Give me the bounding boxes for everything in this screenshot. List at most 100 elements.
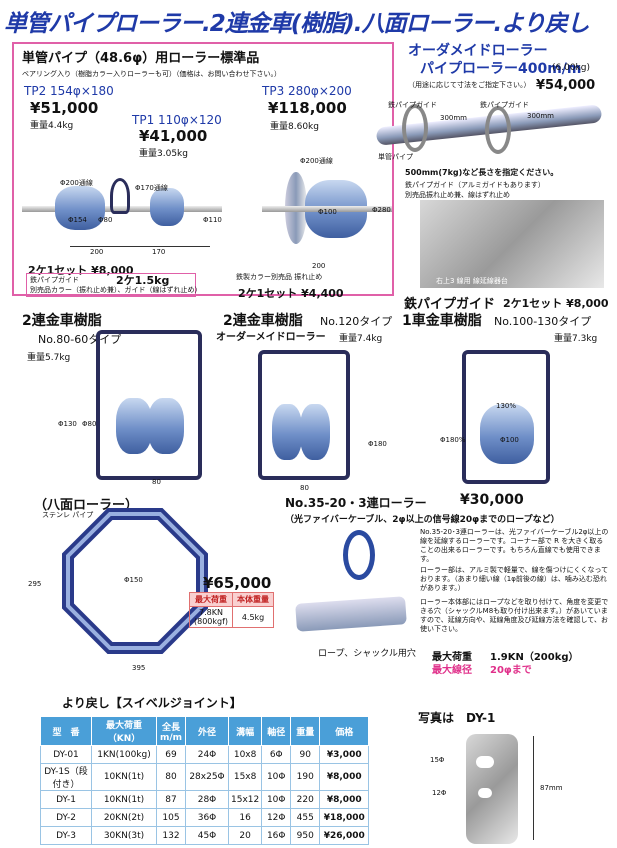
table-cell: DY-3 — [40, 826, 92, 845]
pipe-roller-title: 単管パイプ（48.6φ）用ローラー標準品 — [22, 51, 260, 66]
table-cell: 80 — [156, 763, 186, 791]
triple-hook-illustration — [343, 530, 375, 580]
swivel-th-groove: 溝幅 — [227, 716, 263, 746]
dim-d154: Φ154 — [68, 216, 87, 224]
table-cell: 87 — [156, 790, 186, 809]
table-cell: 455 — [290, 808, 321, 827]
table-cell: 16 — [227, 808, 263, 827]
octa-spec-v2: 4.5kg — [232, 606, 275, 628]
dim-line — [70, 246, 210, 247]
swivel-len: 87mm — [540, 784, 563, 792]
custom-note: （用途に応じて寸法をご指定下さい。） — [408, 81, 531, 89]
tp2-guide-illustration — [110, 178, 130, 214]
triple-wire-value: 20φまで — [490, 665, 532, 676]
octa-spec-table: 最大荷重本体重量 7.8KN(800kgf)4.5kg — [188, 592, 275, 628]
twin1-type: No.80-60タイプ — [38, 333, 122, 346]
triple-title: No.35-20・3連ローラー — [285, 496, 427, 510]
table-cell: 10Φ — [261, 763, 292, 791]
table-cell: DY-2 — [40, 808, 92, 827]
custom-subtitle: パイプローラー400m/m — [420, 61, 582, 77]
swivel-len-line — [533, 736, 534, 840]
guide-note2: 別売品カラー（振れ止め兼）、ガイド（線はずれ止め） — [30, 286, 202, 294]
tp2-name: TP2 154φ×180 — [24, 84, 114, 98]
table-cell: 950 — [290, 826, 321, 845]
single-type: No.100-130タイプ — [494, 315, 592, 328]
tp2-roller-illustration — [55, 186, 105, 230]
swivel-hole-bottom — [478, 788, 492, 798]
twin2-order: オーダーメイドローラー — [216, 332, 326, 343]
twin2-roller-a — [272, 404, 302, 460]
octa-h295: 295 — [28, 580, 42, 588]
octa-spec-v1: 7.8KN(800kgf) — [188, 606, 234, 628]
octa-price: ¥65,000 — [203, 574, 272, 592]
table-cell: 45Φ — [185, 826, 229, 845]
tp2-price: ¥51,000 — [30, 99, 99, 117]
tp3-shaft — [262, 206, 392, 212]
custom-price: ¥54,000 — [536, 78, 596, 93]
swivel-th-weight: 重量 — [290, 716, 321, 746]
dim-d280: Φ280 — [372, 206, 391, 214]
table-cell: 105 — [156, 808, 186, 827]
octa-spec-h2: 本体重量 — [232, 592, 275, 607]
twin1-frame-illustration — [96, 330, 202, 480]
dim-d100: Φ100 — [318, 208, 337, 216]
swivel-d15: 15Φ — [430, 756, 445, 764]
single-d100: Φ100 — [500, 436, 519, 444]
swivel-table: 型 番 最大荷重（KN） 全長 m/m 外径 溝幅 軸径 重量 価格 DY-01… — [40, 716, 370, 845]
custom-label-300a: 300mm — [440, 114, 467, 122]
triple-wire-label: 最大線径 — [432, 665, 472, 676]
swivel-th-axis: 軸径 — [261, 716, 292, 746]
twin2-weight: 重量7.4kg — [339, 334, 383, 344]
guide-price: 2ケ1セット ¥8,000 — [503, 297, 609, 310]
table-cell: 28x25Φ — [185, 763, 229, 791]
table-cell: 36Φ — [185, 808, 229, 827]
tp3-weight: 重量8.60kg — [270, 122, 319, 132]
table-cell: DY-01 — [40, 745, 92, 764]
single-frame-illustration — [462, 350, 550, 484]
table-cell: DY-1 — [40, 790, 92, 809]
table-cell: 90 — [290, 745, 321, 764]
octa-spec-h1: 最大荷重 — [188, 592, 234, 607]
dim-d200b: Φ200通線 — [300, 157, 333, 165]
table-cell: 1KN(100kg) — [91, 745, 157, 764]
octa-frame-illustration — [62, 508, 208, 654]
custom-guide-right — [485, 106, 511, 154]
pipe-roller-note: ベアリング入り（樹脂カラー入りローラーも可）（価格は、お問い合わせ下さい。） — [22, 70, 281, 78]
custom-weight: (6.00kg) — [552, 63, 590, 73]
twin1-d130: Φ130 — [58, 420, 77, 428]
guide-line1: 500mm(7kg)など長さを指定ください。 — [405, 168, 559, 177]
swivel-d12: 12Φ — [432, 789, 447, 797]
table-cell: 190 — [290, 763, 321, 791]
triple-sub: （光ファイバーケーブル、2φ以上の信号線20φまでのロープなど） — [285, 515, 560, 525]
triple-load-value: 1.9KN（200kg） — [490, 652, 579, 663]
tp1-weight: 重量3.05kg — [139, 149, 188, 159]
table-cell: 15x8 — [227, 763, 263, 791]
twin2-roller-b — [300, 404, 330, 460]
table-cell: 10x8 — [227, 745, 263, 764]
dim-d80: Φ80 — [98, 216, 113, 224]
table-cell: 15x12 — [227, 790, 263, 809]
single-weight: 重量7.3kg — [554, 334, 598, 344]
tp3-name: TP3 280φ×200 — [262, 84, 352, 98]
pipe-set2: 2ケ1セット ¥4,400 — [238, 287, 344, 300]
twin1-d80: Φ80 — [82, 420, 97, 428]
swivel-th-model: 型 番 — [40, 716, 92, 746]
tp1-name: TP1 110φ×120 — [132, 113, 222, 127]
octa-d150: Φ150 — [124, 576, 143, 584]
guide-note-box — [26, 273, 196, 297]
triple-note2: ローラー部は、アルミ製で軽量で、線を傷つけにくくなっております。（あまり細い線（… — [420, 566, 609, 592]
swivel-title: より戻し【スイベルジョイント】 — [62, 696, 242, 710]
collar-note: 鉄製カラー別売品 振れ止め — [236, 273, 323, 281]
custom-label-guide2: 鉄パイプガイド — [480, 101, 529, 109]
tp3-price: ¥118,000 — [268, 99, 347, 117]
triple-note1: No.35-20･3連ローラーは、光ファイバーケーブル2φ以上の線を延線するロー… — [420, 528, 609, 563]
triple-note3: ローラー本体部にはロープなどを取り付けて、角度を変更できる穴（シャックルM8も取… — [420, 598, 609, 633]
table-cell: 6Φ — [261, 745, 292, 764]
table-cell: 24Φ — [185, 745, 229, 764]
twin2-d180: Φ180 — [368, 440, 387, 448]
custom-title: オーダメイドローラー — [408, 43, 548, 59]
triple-body-illustration — [295, 596, 407, 632]
swivel-th-length: 全長 m/m — [156, 716, 186, 746]
